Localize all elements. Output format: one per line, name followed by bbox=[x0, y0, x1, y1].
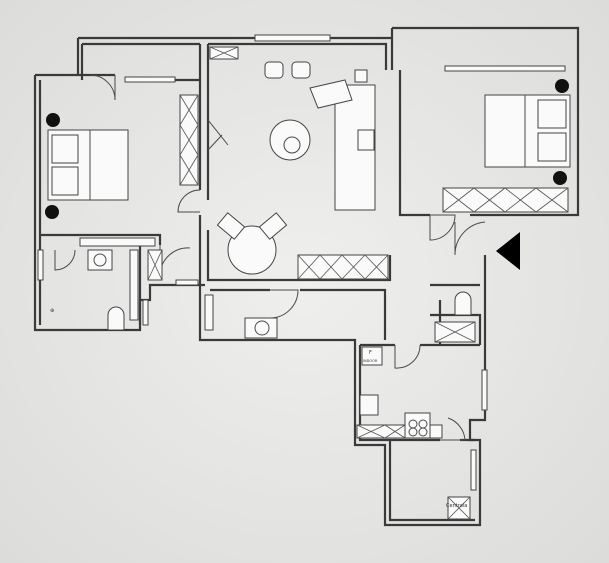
entrance-arrow-icon bbox=[496, 232, 520, 270]
kitchen: F INDOOR Centrala bbox=[356, 346, 471, 520]
nightstand-lamp-icon bbox=[46, 113, 60, 127]
nightstand-lamp-icon bbox=[553, 171, 567, 185]
boiler-label: Centrala bbox=[446, 503, 467, 509]
left-bedroom-bed bbox=[45, 94, 199, 219]
fridge-letter: F bbox=[369, 350, 372, 356]
svg-text:⊕: ⊕ bbox=[50, 308, 54, 314]
left-bathroom: ⊕ bbox=[50, 237, 163, 331]
nightstand-lamp-icon bbox=[45, 205, 59, 219]
fridge bbox=[361, 346, 383, 366]
windows bbox=[37, 34, 566, 491]
fridge-note: INDOOR bbox=[363, 359, 378, 363]
nightstand-lamp-icon bbox=[555, 79, 569, 93]
living-room-furniture bbox=[209, 46, 389, 280]
right-bedroom-bed bbox=[442, 79, 571, 213]
exterior-walls bbox=[33, 26, 580, 527]
hall-bathroom bbox=[204, 291, 476, 343]
doors bbox=[54, 74, 486, 441]
